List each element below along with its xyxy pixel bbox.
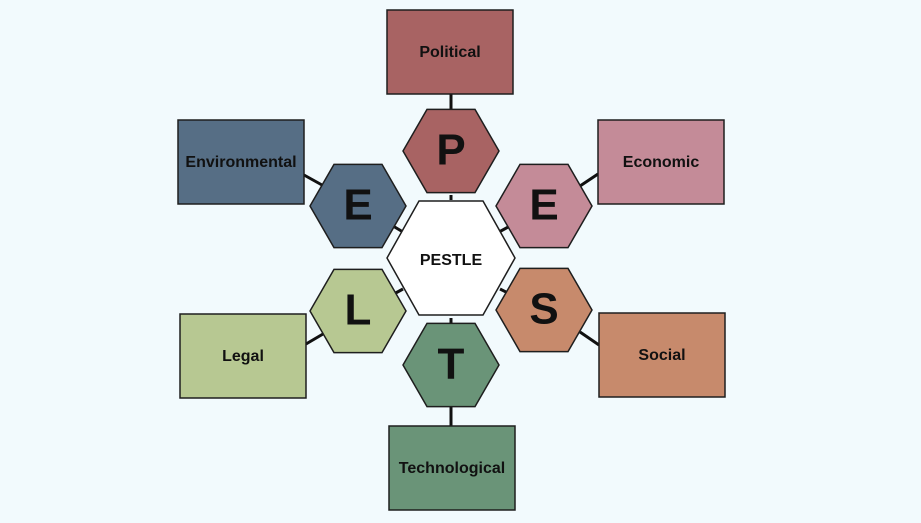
technological-label: Technological <box>399 460 505 477</box>
social-letter: S <box>529 285 558 334</box>
environmental-hexagon <box>309 163 407 249</box>
center-hexagon-group: PESTLE <box>386 200 516 316</box>
political-hexagon <box>402 108 500 194</box>
technological-hexagon <box>402 322 500 408</box>
environmental-letter: E <box>343 181 372 230</box>
environmental-box <box>177 119 305 205</box>
social-connector <box>579 330 600 347</box>
economic-box <box>597 119 725 205</box>
political-label: Political <box>419 44 480 61</box>
political-box <box>386 9 514 95</box>
economic-label: Economic <box>623 154 700 171</box>
economic-connector <box>579 172 599 188</box>
legal-letter: L <box>345 286 372 335</box>
environmental-connector <box>303 173 323 187</box>
political-letter: P <box>436 126 465 175</box>
center-hexagon <box>386 200 516 316</box>
economic-letter: E <box>529 181 558 230</box>
technological-box <box>388 425 516 511</box>
social-hexagon <box>495 267 593 353</box>
economic-hexagon <box>495 163 593 249</box>
legal-connector <box>305 332 324 346</box>
social-label: Social <box>638 347 685 364</box>
center-label: PESTLE <box>420 252 483 269</box>
legal-hexagon <box>309 268 407 354</box>
legal-box <box>179 313 307 399</box>
letter-hexagons: P E S T L E <box>309 108 593 408</box>
legal-label: Legal <box>222 348 264 365</box>
technological-letter: T <box>438 340 465 389</box>
environmental-label: Environmental <box>185 154 296 171</box>
social-box <box>598 312 726 398</box>
